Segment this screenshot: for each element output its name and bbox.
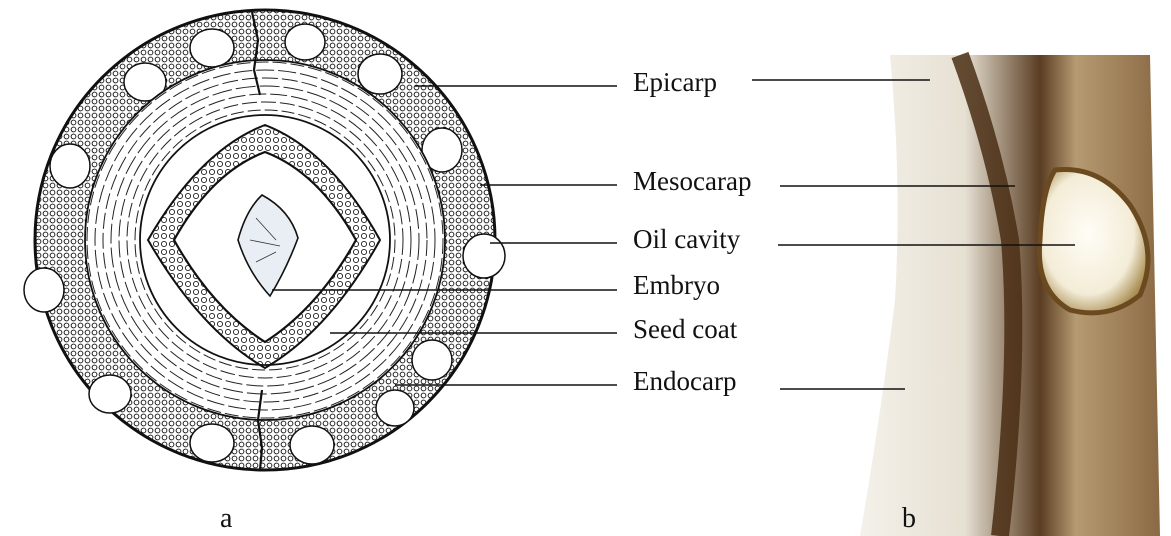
- panel-b-letter: b: [902, 503, 916, 534]
- panel-a-cross-section: [24, 10, 505, 470]
- label-embryo: Embryo: [633, 270, 720, 300]
- label-epicarp: Epicarp: [633, 67, 717, 97]
- label-mesocarp: Mesocarap: [633, 166, 751, 196]
- label-seed-coat: Seed coat: [633, 314, 738, 344]
- panel-a-letter: a: [220, 503, 233, 534]
- label-endocarp: Endocarp: [633, 366, 736, 396]
- panel-b-micrograph: [860, 55, 1160, 536]
- label-oil-cavity: Oil cavity: [633, 224, 741, 254]
